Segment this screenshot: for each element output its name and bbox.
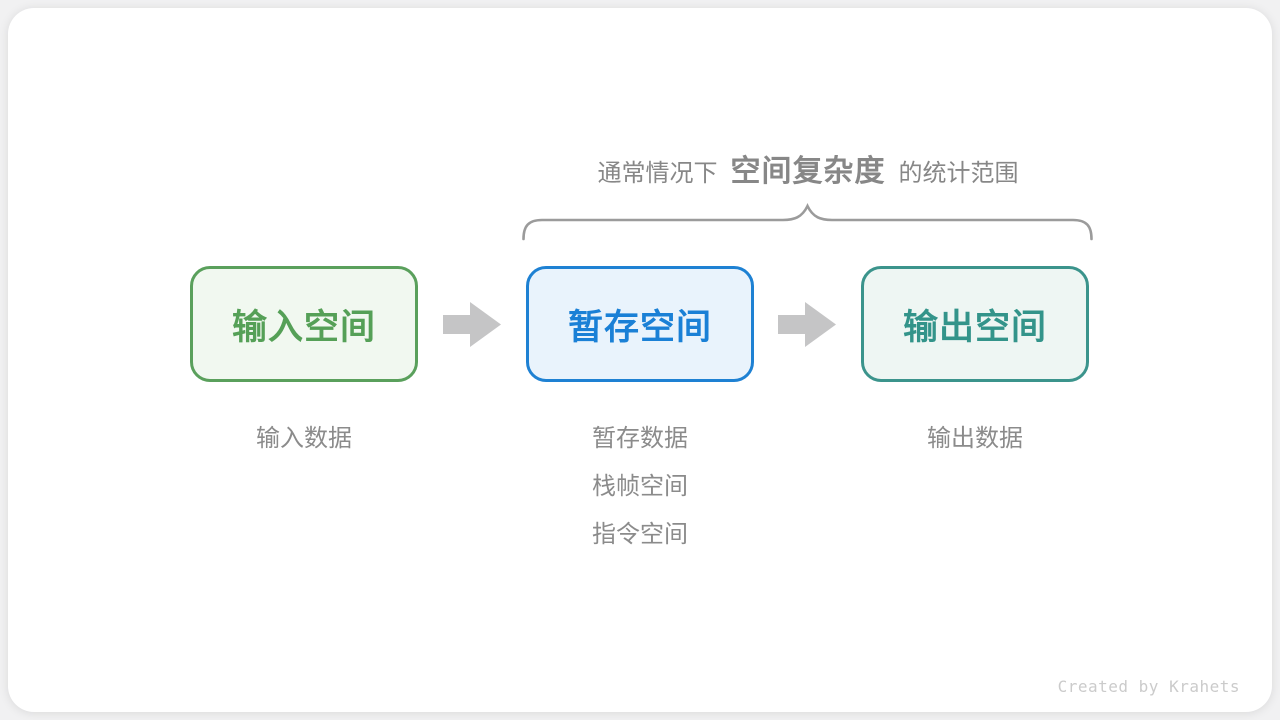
node-output-space-label: 输出空间 bbox=[902, 307, 1047, 347]
arrow-right-icon bbox=[778, 302, 836, 347]
sublabel-temp-data: 暂存数据 bbox=[592, 425, 688, 452]
sublabel-stack-frame-space: 栈帧空间 bbox=[592, 473, 688, 500]
credit-text: Created by Krahets bbox=[1057, 677, 1240, 696]
node-input-space-label: 输入空间 bbox=[231, 307, 376, 347]
node-temp-space: 暂存空间 bbox=[526, 266, 754, 382]
scope-brace-icon bbox=[522, 203, 1093, 241]
arrow-right-icon bbox=[443, 302, 501, 347]
input-space-sublabels: 输入数据 bbox=[190, 415, 418, 463]
scope-caption: 通常情况下 空间复杂度 的统计范围 bbox=[458, 146, 1158, 194]
node-temp-space-label: 暂存空间 bbox=[567, 307, 712, 347]
sublabel-instruction-space: 指令空间 bbox=[592, 521, 688, 548]
diagram-card: 通常情况下 空间复杂度 的统计范围 输入空间 暂存空间 输出空间 输入数据 暂存… bbox=[8, 8, 1272, 712]
sublabel-input-data: 输入数据 bbox=[256, 425, 352, 452]
node-input-space: 输入空间 bbox=[190, 266, 418, 382]
sublabel-output-data: 输出数据 bbox=[927, 425, 1023, 452]
caption-prefix: 通常情况下 bbox=[597, 160, 718, 187]
node-output-space: 输出空间 bbox=[861, 266, 1089, 382]
caption-suffix: 的统计范围 bbox=[898, 160, 1019, 187]
output-space-sublabels: 输出数据 bbox=[861, 415, 1089, 463]
caption-highlight: 空间复杂度 bbox=[730, 155, 886, 188]
temp-space-sublabels: 暂存数据 栈帧空间 指令空间 bbox=[526, 415, 754, 559]
